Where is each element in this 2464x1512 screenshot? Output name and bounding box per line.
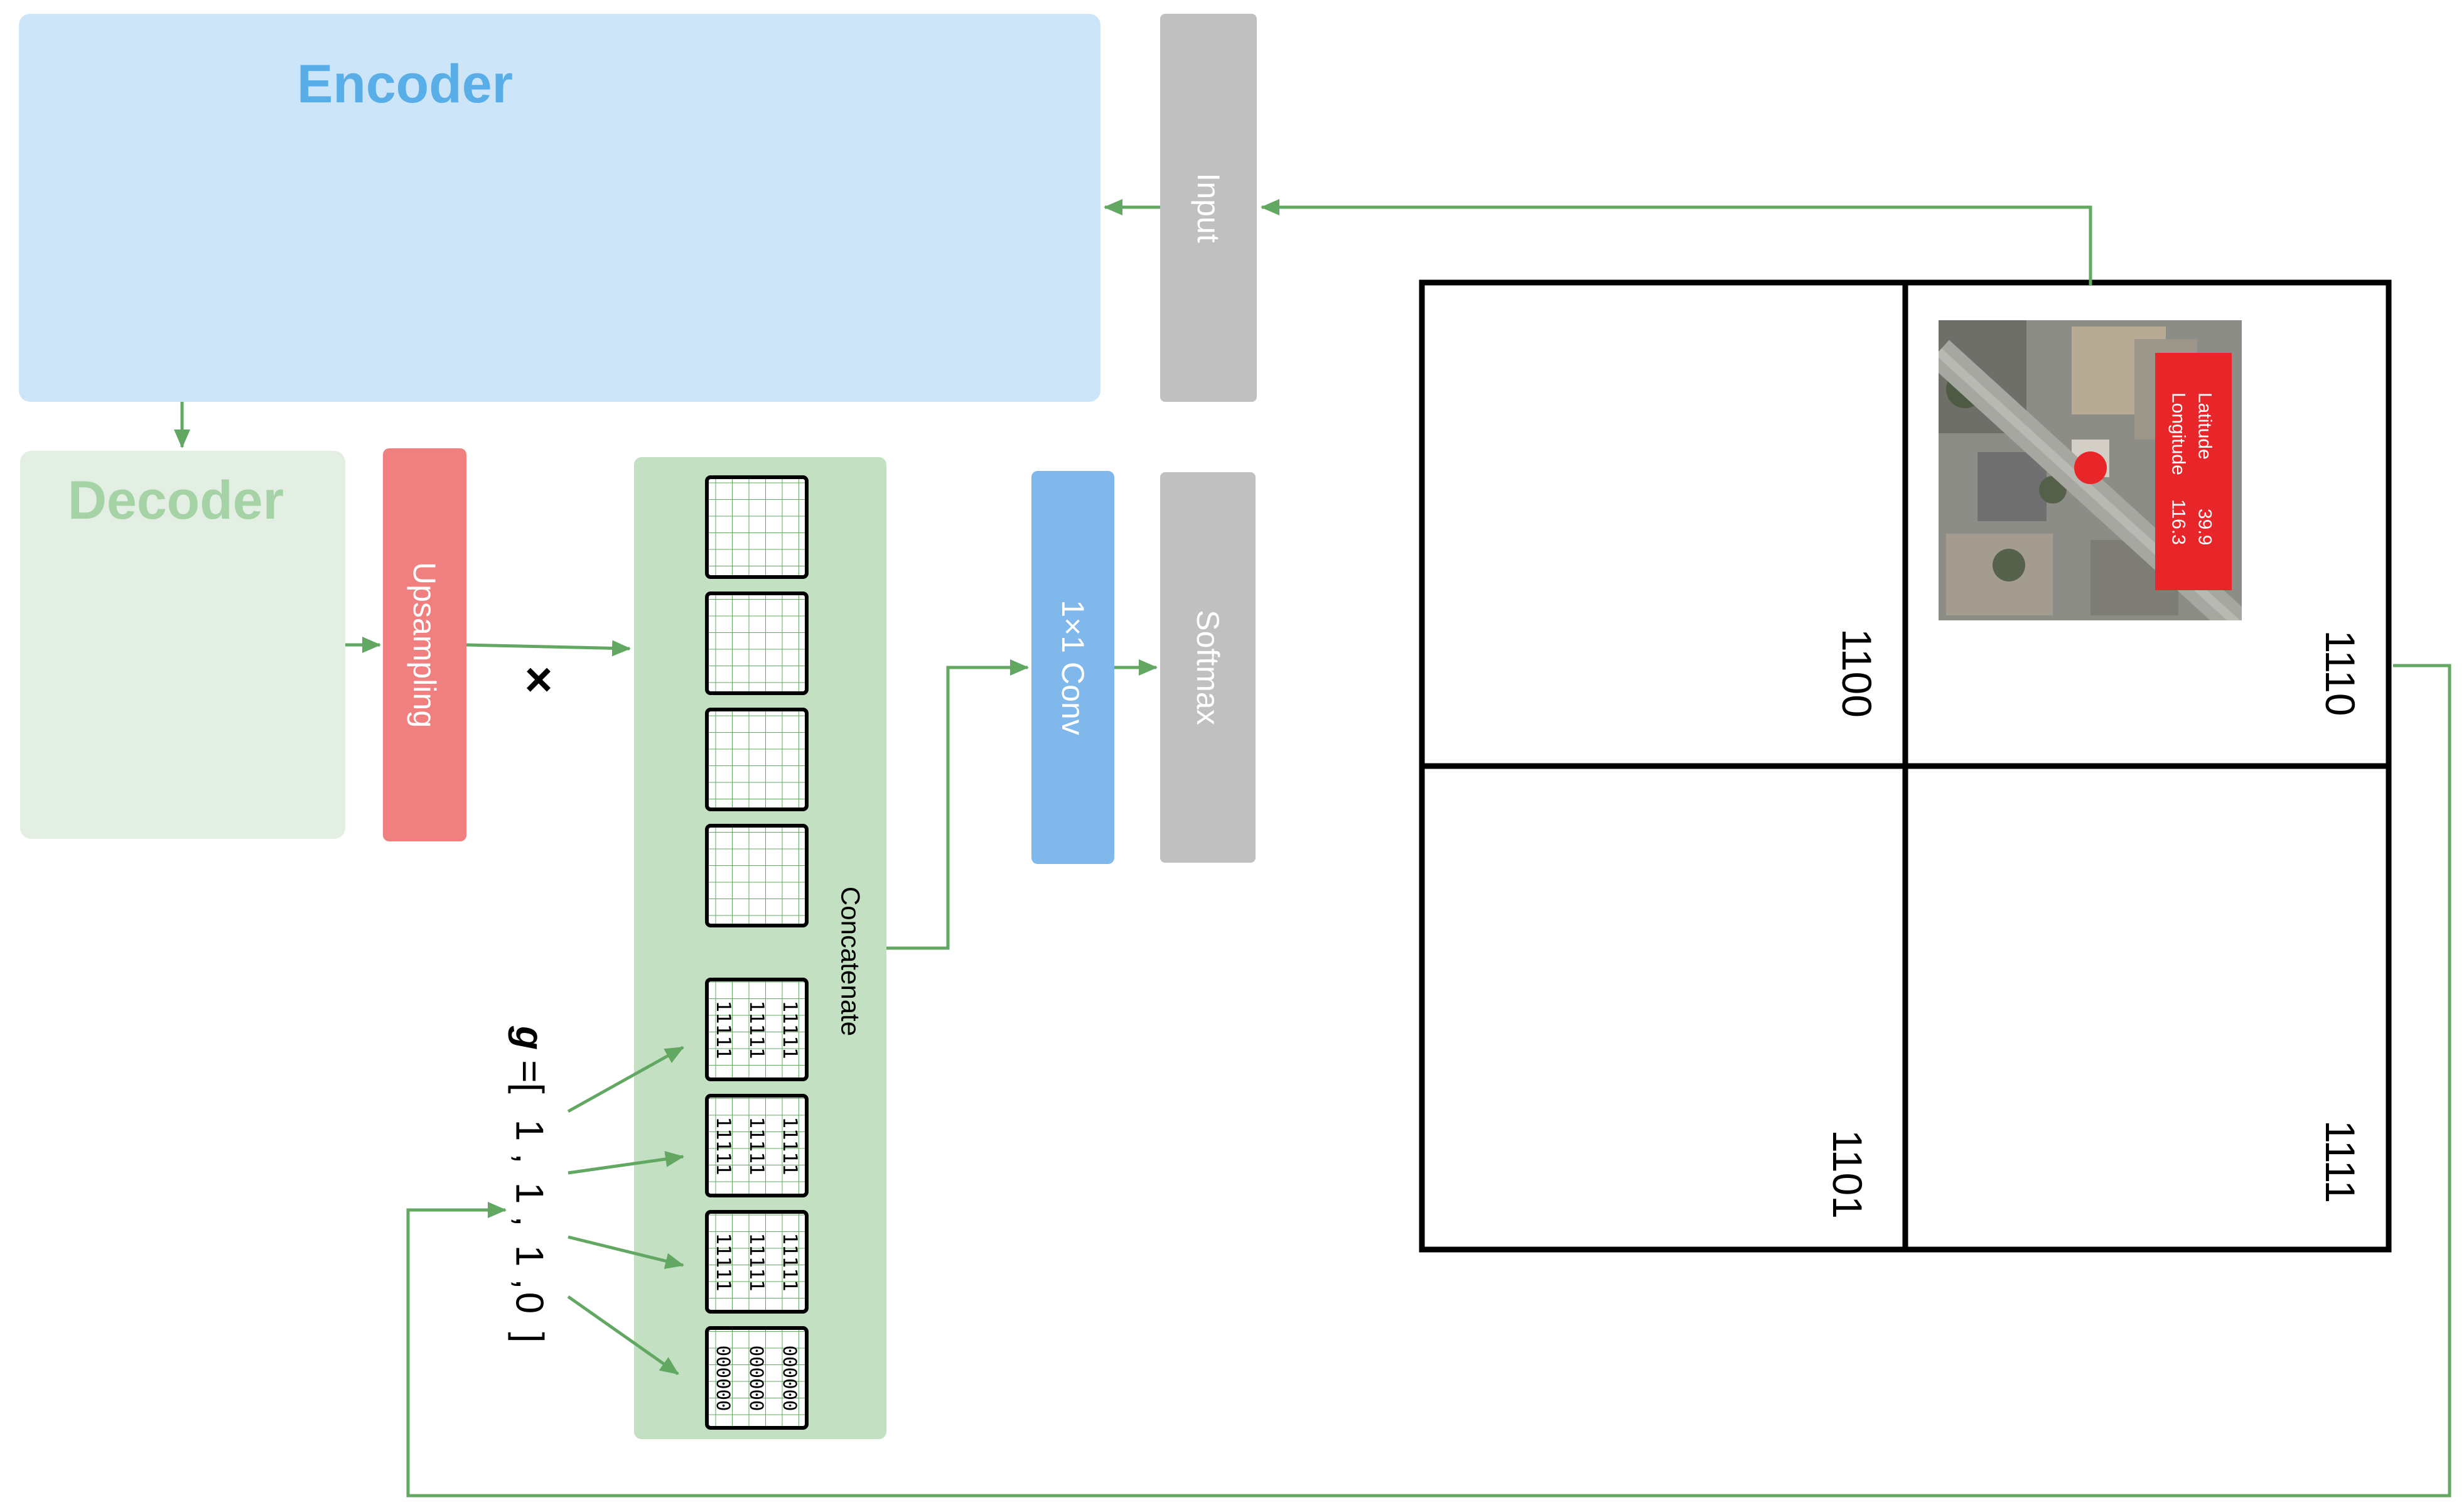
location-label-box — [2155, 353, 2232, 590]
condition-vector: g =[ 1 , 1 , 1 , 0 ] — [508, 1025, 551, 1343]
binary-map-row: 11111 — [712, 1233, 734, 1291]
vector-value: 1 — [508, 1182, 551, 1204]
input-label: Input — [1191, 173, 1226, 242]
binary-map-row: 11111 — [712, 1116, 734, 1175]
quadtree-cell-label: 1100 — [1834, 629, 1880, 718]
binary-map-row: 11111 — [778, 1000, 801, 1059]
conv-block: 1×1 Conv — [1031, 471, 1114, 864]
binary-map-row: 11111 — [745, 1233, 768, 1291]
binary-map-row: 000000 — [779, 1346, 800, 1412]
vector-value: 1 — [508, 1120, 551, 1141]
binary-map: 11111 11111 11111 — [705, 978, 809, 1081]
binary-map-row: 11111 — [778, 1116, 801, 1175]
vector-value: 1 — [508, 1245, 551, 1266]
arrow-vector-to-binary-map — [568, 1235, 684, 1269]
quadtree-cell-label: 1101 — [1824, 1130, 1871, 1219]
binary-map-row: 11111 — [745, 1000, 768, 1059]
binary-map-row: 000000 — [713, 1346, 734, 1412]
quadtree-cell-label: 1110 — [2317, 630, 2364, 716]
connectors — [174, 199, 2451, 1498]
arrow-concatenate-to-conv — [886, 659, 1029, 950]
arrow-upsampling-to-concatenate — [466, 640, 631, 657]
binary-map: 11111 11111 11111 — [705, 1210, 809, 1314]
feature-map — [705, 591, 809, 695]
feature-map — [705, 708, 809, 811]
longitude-label: Longitude — [2168, 392, 2189, 475]
decoder-label: Decoder — [68, 470, 284, 531]
latitude-label: Latitude — [2195, 392, 2215, 460]
binary-map: 000000 000000 000000 — [705, 1326, 809, 1430]
vector-separator: , — [508, 1153, 551, 1164]
concatenate-block: Concatenate 11111 11111 — [634, 457, 886, 1439]
arrow-vector-to-binary-map — [567, 1295, 679, 1376]
input-block: Input — [1160, 14, 1257, 402]
vector-name: g — [508, 1025, 551, 1050]
softmax-label: Softmax — [1190, 610, 1225, 725]
vector-separator: , — [508, 1278, 551, 1289]
binary-map: 11111 11111 11111 — [705, 1094, 809, 1197]
binary-map-row: 11111 — [712, 1000, 734, 1059]
binary-map-row: 000000 — [746, 1346, 767, 1412]
quadtree-grid: 1100 1110 1101 1111 — [1419, 279, 2392, 1253]
upsampling-block: Upsampling — [383, 448, 466, 841]
multiply-operator: × — [525, 653, 552, 706]
encoder-block: Encoder — [19, 14, 1100, 402]
decoder-block: Decoder — [20, 451, 345, 839]
softmax-block: Softmax — [1160, 472, 1256, 863]
binary-map-row: 11111 — [778, 1233, 801, 1291]
binary-map-row: 11111 — [745, 1116, 768, 1175]
arrow-quadtree-to-vector — [406, 664, 2451, 1498]
arrow-vector-to-binary-map — [568, 1151, 684, 1175]
conv-label: 1×1 Conv — [1055, 600, 1090, 735]
arrow-image-to-input — [1261, 199, 2092, 286]
concatenate-label: Concatenate — [836, 887, 866, 1036]
latitude-value: 39.9 — [2195, 509, 2215, 545]
location-marker — [2074, 451, 2107, 484]
quadtree-cell-label: 1111 — [2317, 1120, 2364, 1203]
vector-close-bracket: ] — [508, 1332, 551, 1342]
vector-separator: , — [508, 1216, 551, 1226]
aerial-image: Latitude 39.9 Longitude 116.3 — [1939, 320, 2242, 620]
vector-open-bracket: =[ — [508, 1060, 551, 1093]
longitude-value: 116.3 — [2168, 499, 2189, 545]
arrow-vector-to-binary-map — [567, 1045, 684, 1113]
vector-value: 0 — [508, 1292, 551, 1314]
upsampling-label: Upsampling — [407, 562, 442, 728]
feature-map — [705, 475, 809, 579]
feature-map — [705, 824, 809, 927]
encoder-label: Encoder — [297, 54, 513, 114]
